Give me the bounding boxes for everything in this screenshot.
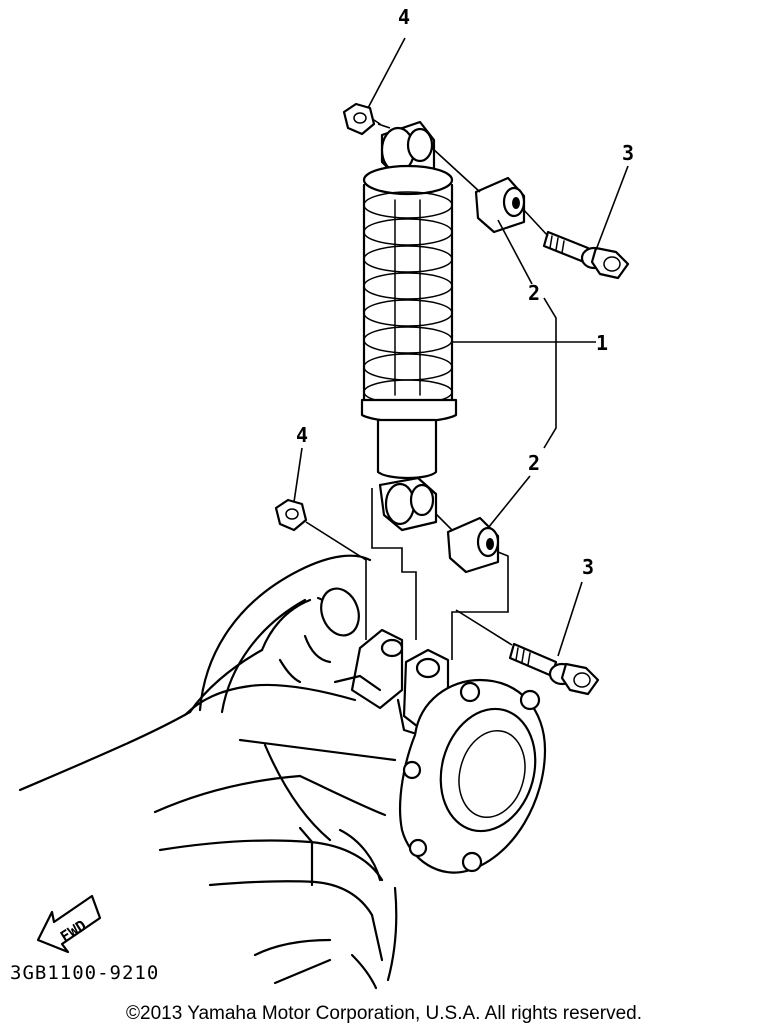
axle-housing [18,554,547,990]
callout-4-lower: 4 [296,423,308,447]
callout-2-lower: 2 [528,451,540,475]
fwd-arrow-icon: FWD [36,894,102,954]
callout-2-upper: 2 [528,281,540,305]
callout-4-upper: 4 [398,5,410,29]
callout-1: 1 [596,331,608,355]
rear-shock-absorber [360,120,458,532]
callout-3-upper: 3 [622,141,634,165]
collar-upper [474,176,526,234]
nut-lower [274,498,308,532]
assembly-lines [293,37,629,660]
callout-3-lower: 3 [582,555,594,579]
coil-spring [362,183,454,407]
bolt-upper [542,230,630,280]
diagram-code: 3GB1100-9210 [10,962,160,984]
bolt-lower [508,642,600,696]
copyright-notice: ©2013 Yamaha Motor Corporation, U.S.A. A… [126,1003,642,1024]
nut-upper [342,102,381,136]
collar-lower [446,516,500,574]
